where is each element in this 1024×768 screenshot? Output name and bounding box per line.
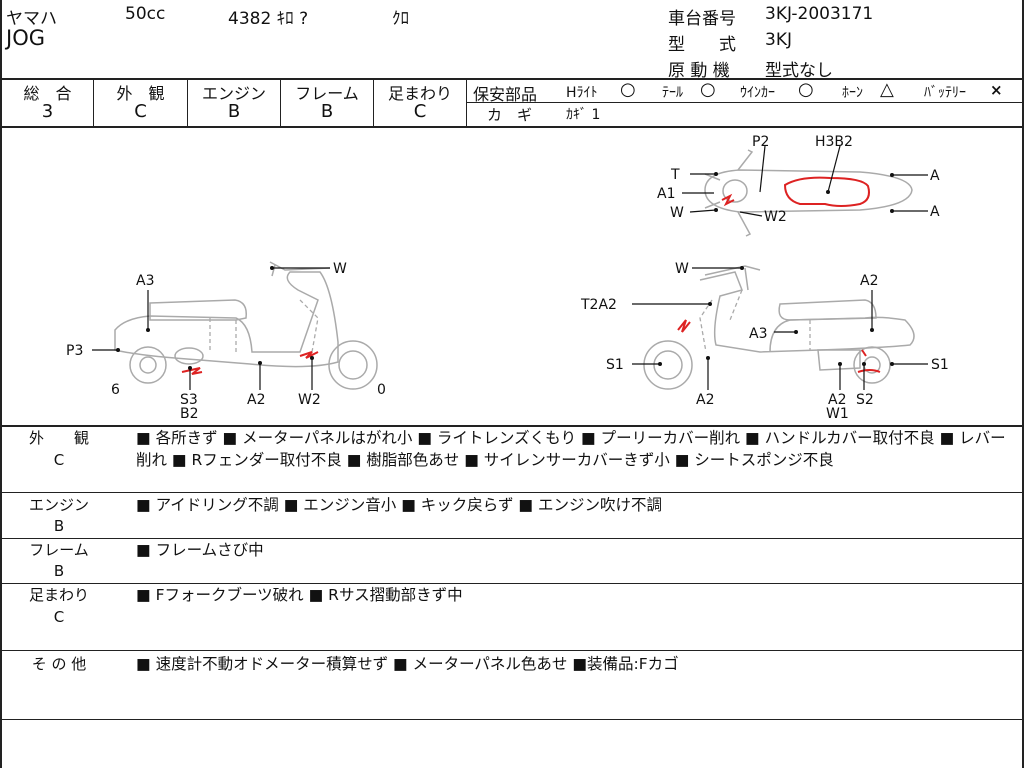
left-a3: A3 — [136, 273, 154, 289]
right-w1: W1 — [826, 406, 849, 422]
left-p3: P3 — [66, 343, 83, 359]
exterior-label: 外 観 — [116, 84, 165, 103]
headlight-label: Hﾗｲﾄ — [566, 85, 598, 101]
battery-label: ﾊﾞｯﾃﾘｰ — [924, 85, 966, 101]
chassis-value: 3KJ-2003171 — [765, 4, 874, 24]
battery-mark: × — [990, 81, 1003, 99]
detail-frame-grade: B — [53, 562, 65, 580]
maker: ヤマハ — [6, 9, 57, 29]
right-t2a2: T2A2 — [580, 297, 617, 313]
detail-frame-label: フレーム — [29, 541, 89, 559]
left-six: 6 — [111, 382, 120, 398]
top-a-right2: A — [930, 204, 940, 220]
type-label: 型 式 — [668, 35, 736, 55]
damage-diagram: P2 H3B2 T A1 W W2 A A A3 W P3 6 S3 B2 A2… — [66, 134, 949, 422]
frame-grade: B — [320, 101, 334, 122]
detail-other-text: ■ 速度計不動オドメーター積算せず ■ メーターパネル色あせ ■装備品:Fカゴ — [136, 655, 679, 673]
engine-label: 原 動 機 — [668, 61, 730, 81]
suspension-grade-label: 足まわり — [387, 84, 452, 103]
winker-label: ｳｲﾝｶｰ — [740, 85, 775, 101]
key-value: ｶｷﾞ 1 — [566, 107, 601, 123]
top-w: W — [670, 205, 684, 221]
left-zero: 0 — [377, 382, 386, 398]
left-view-scooter — [92, 261, 378, 390]
top-a1: A1 — [657, 186, 675, 202]
horn-mark: △ — [880, 79, 894, 100]
headlight-mark: ○ — [620, 79, 636, 100]
detail-exterior-grade: C — [53, 451, 65, 469]
engine-value: 型式なし — [765, 61, 833, 81]
engine-grade-label: エンジン — [201, 84, 266, 103]
right-a2-bottom: A2 — [696, 392, 714, 408]
suspension-grade: C — [413, 101, 427, 122]
taillight-label: ﾃｰﾙ — [662, 85, 683, 101]
top-view-scooter — [682, 145, 928, 237]
detail-suspension-grade: C — [53, 608, 65, 626]
top-a-right1: A — [930, 168, 940, 184]
left-w2: W2 — [298, 392, 321, 408]
model-name: JOG — [6, 26, 45, 50]
overall-label: 総 合 — [23, 84, 72, 103]
right-a3: A3 — [749, 326, 767, 342]
detail-suspension-label: 足まわり — [28, 586, 89, 604]
detail-exterior-label: 外 観 — [28, 429, 89, 447]
detail-engine-text: ■ アイドリング不調 ■ エンジン音小 ■ キック戻らず ■ エンジン吹け不調 — [136, 496, 662, 514]
detail-engine-label: エンジン — [28, 496, 89, 514]
top-t: T — [670, 167, 680, 183]
key-label: カ ギ — [487, 106, 533, 124]
right-a2-right: A2 — [828, 392, 846, 408]
chassis-label: 車台番号 — [668, 9, 736, 29]
right-s1-left: S1 — [606, 357, 624, 373]
winker-mark: ○ — [798, 79, 814, 100]
displacement: 50cc — [125, 4, 166, 24]
right-s1-right: S1 — [931, 357, 949, 373]
right-w: W — [675, 261, 689, 277]
left-a2: A2 — [247, 392, 265, 408]
right-a2-top: A2 — [860, 273, 878, 289]
right-s2: S2 — [856, 392, 874, 408]
type-value: 3KJ — [765, 30, 792, 50]
mileage: 4382 ｷﾛ ? — [228, 9, 309, 29]
detail-other-label: そ の 他 — [31, 655, 87, 673]
left-s3: S3 — [180, 392, 198, 408]
safety-label: 保安部品 — [473, 85, 538, 104]
engine-grade: B — [227, 101, 241, 122]
detail-suspension-text: ■ Fフォークブーツ破れ ■ Rサス摺動部きず中 — [136, 586, 463, 604]
frame-grade-label: フレーム — [295, 84, 359, 103]
color: ｸﾛ — [392, 9, 409, 29]
exterior-grade: C — [134, 101, 147, 122]
taillight-mark: ○ — [700, 79, 716, 100]
top-w2: W2 — [764, 209, 787, 225]
detail-exterior-text: ■ 各所きず ■ メーターパネルはがれ小 ■ ライトレンズくもり ■ プーリーカ… — [136, 429, 1006, 469]
right-view-scooter — [632, 265, 928, 390]
left-b2: B2 — [180, 406, 199, 422]
overall-grade: 3 — [41, 101, 54, 122]
top-h3b2: H3B2 — [815, 134, 853, 150]
detail-frame-text: ■ フレームさび中 — [136, 541, 264, 559]
left-w: W — [333, 261, 347, 277]
top-p2: P2 — [752, 134, 769, 150]
horn-label: ﾎｰﾝ — [842, 85, 863, 101]
detail-engine-grade: B — [53, 517, 65, 535]
